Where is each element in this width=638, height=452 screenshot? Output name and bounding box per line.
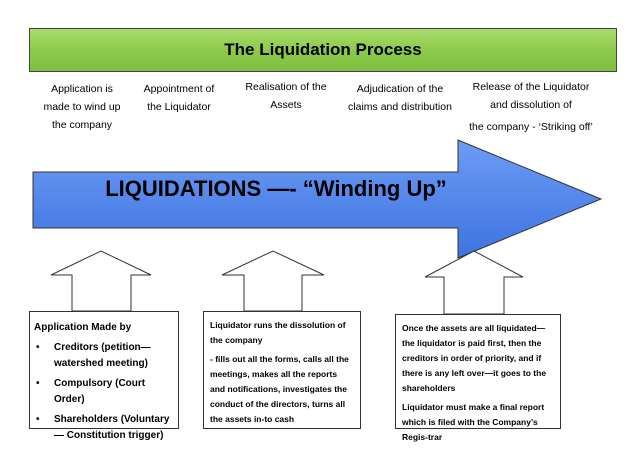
distribution-p2: Liquidator must make a final report whic… (402, 402, 545, 442)
bullet-icon: • (36, 414, 40, 425)
main-process-arrow (32, 139, 603, 259)
distribution-p1: Once the assets are all liquidated— the … (402, 323, 547, 393)
stage-line: made to wind up (43, 101, 121, 113)
stage-line: Adjudication of the (356, 83, 444, 95)
distribution-box: Once the assets are all liquidated— the … (395, 314, 561, 442)
liquidator-box: Liquidator runs the dissolution of the c… (203, 311, 361, 429)
list-item: • Shareholders (Voluntary— Constitution t… (34, 412, 174, 444)
stage-line: claims and distribution (348, 101, 452, 113)
stage-line: Assets (270, 99, 302, 111)
list-item: • Creditors (petition— watershed meeting) (34, 340, 174, 372)
process-title-banner: The Liquidation Process (29, 28, 617, 72)
application-item: Compulsory (Court Order) (54, 378, 146, 405)
liquidator-p2: - fills out all the forms, calls all the… (210, 354, 349, 424)
stage-application: Application is made to wind up the compa… (34, 80, 130, 134)
application-item: Creditors (petition— watershed meeting) (54, 342, 151, 369)
stage-release: Release of the Liquidator and dissolutio… (462, 78, 600, 136)
stage-line: Appointment of (143, 83, 215, 95)
list-item: • Compulsory (Court Order) (34, 376, 174, 408)
liquidator-p1: Liquidator runs the dissolution of the c… (210, 320, 346, 345)
bullet-icon: • (36, 378, 40, 389)
stage-line: the company (51, 119, 113, 131)
stage-realisation: Realisation of the Assets (237, 78, 335, 114)
stage-line: Application is (51, 83, 113, 95)
stage-line: and dissolution of (490, 99, 572, 111)
application-list: • Creditors (petition— watershed meeting)… (34, 340, 174, 444)
stage-line: Realisation of the (245, 81, 327, 93)
main-arrow-label: LIQUIDATIONS —- “Winding Up” (105, 176, 447, 201)
bullet-icon: • (36, 342, 40, 353)
up-arrow-application (50, 250, 152, 312)
application-box: Application Made by • Creditors (petition… (29, 311, 179, 441)
application-heading: Application Made by (34, 322, 132, 333)
stage-appointment: Appointment of the Liquidator (134, 80, 224, 116)
application-item: Shareholders (Voluntary— Constitution tr… (54, 414, 170, 441)
up-arrow-liquidator (221, 250, 325, 312)
stage-line: Release of the Liquidator (472, 81, 590, 93)
process-title: The Liquidation Process (224, 40, 422, 59)
up-arrow-distribution (424, 250, 524, 315)
stage-line: the Liquidator (147, 101, 211, 113)
stage-line: the company - ‘Striking off’ (469, 121, 593, 133)
stage-adjudication: Adjudication of the claims and distribut… (338, 80, 462, 116)
